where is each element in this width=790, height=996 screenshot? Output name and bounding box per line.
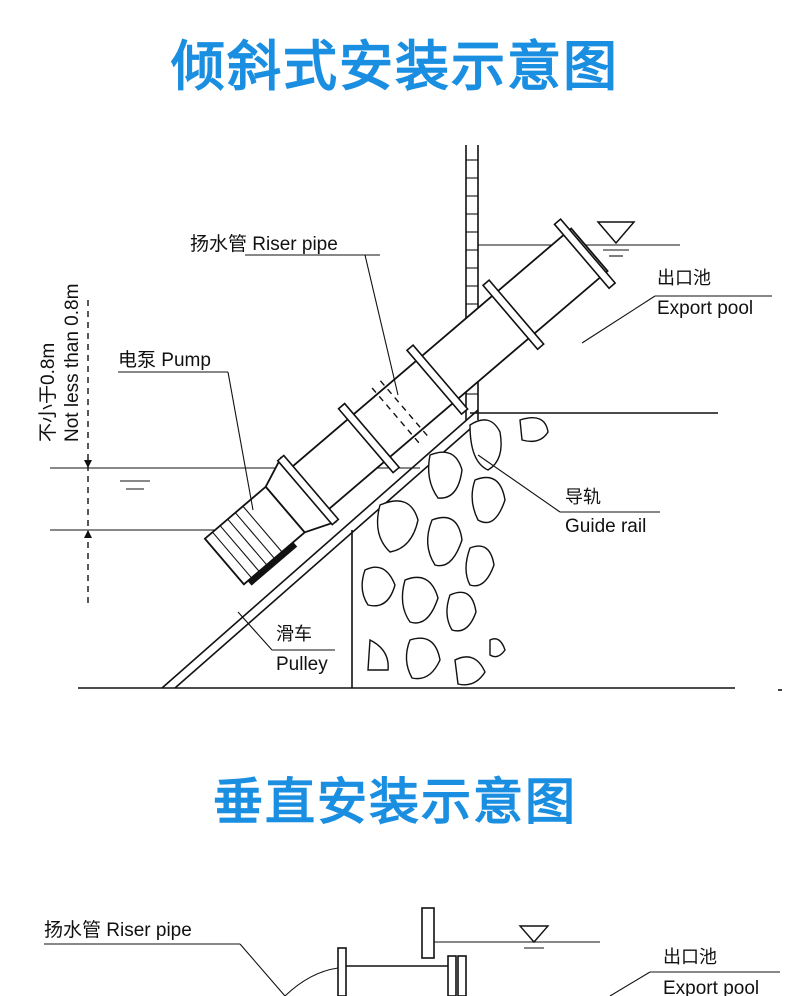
guide-rail-label-en: Guide rail [565,516,646,537]
pulley-leader [237,611,273,651]
flange-4 [481,279,545,351]
depth-label-cn: 不小于0.8m [37,343,59,442]
flange-2 [337,402,401,474]
export-leader [581,295,656,344]
vertical-riser-leader [239,943,286,996]
guide-leader [477,454,561,513]
vertical-water-triangle [518,925,550,944]
vertical-flange-right [457,955,467,996]
dimension-arrow-top [84,460,92,468]
guide-rail-line [174,421,479,689]
rock-fill [361,417,549,686]
vertical-export-label-cn: 出口池 [663,947,717,968]
inclined-pipe-assembly [203,217,617,586]
flange-5 [553,217,617,290]
depth-label-en: Not less than 0.8m [62,284,83,442]
inclined-diagram: 不小于0.8m Not less than 0.8m [37,145,782,691]
dimension-arrow-bottom [84,530,92,538]
riser-pipe-label: 扬水管 Riser pipe [190,233,338,255]
vertical-flange-left [337,947,347,996]
vertical-flange-mid [447,955,457,996]
vertical-diagram: 扬水管 Riser pipe 出口池 Export pool [44,907,780,996]
pulley-label-cn: 滑车 [276,624,312,645]
pump-leader [227,371,254,511]
pulley-label-en: Pulley [276,654,328,675]
slope-line [161,409,479,689]
vertical-pipe-curve [284,967,339,996]
pulley-bar [247,542,298,586]
pump-label: 电泵 Pump [118,349,211,371]
inclined-installation-title: 倾斜式安装示意图 [171,35,619,98]
vertical-riser-stub [421,907,435,959]
guide-rail-label-cn: 导轨 [565,487,601,508]
vertical-riser-label: 扬水管 Riser pipe [44,919,192,941]
export-pool-label-en: Export pool [657,298,753,319]
vertical-export-leader [609,971,651,996]
water-level-triangle [596,221,636,245]
flange-3 [405,343,469,416]
vertical-installation-title: 垂直安装示意图 [213,773,577,831]
vertical-export-label-en: Export pool [663,978,759,996]
export-pool-label-cn: 出口池 [657,268,711,289]
riser-leader [364,254,399,396]
flange-1 [276,454,340,526]
